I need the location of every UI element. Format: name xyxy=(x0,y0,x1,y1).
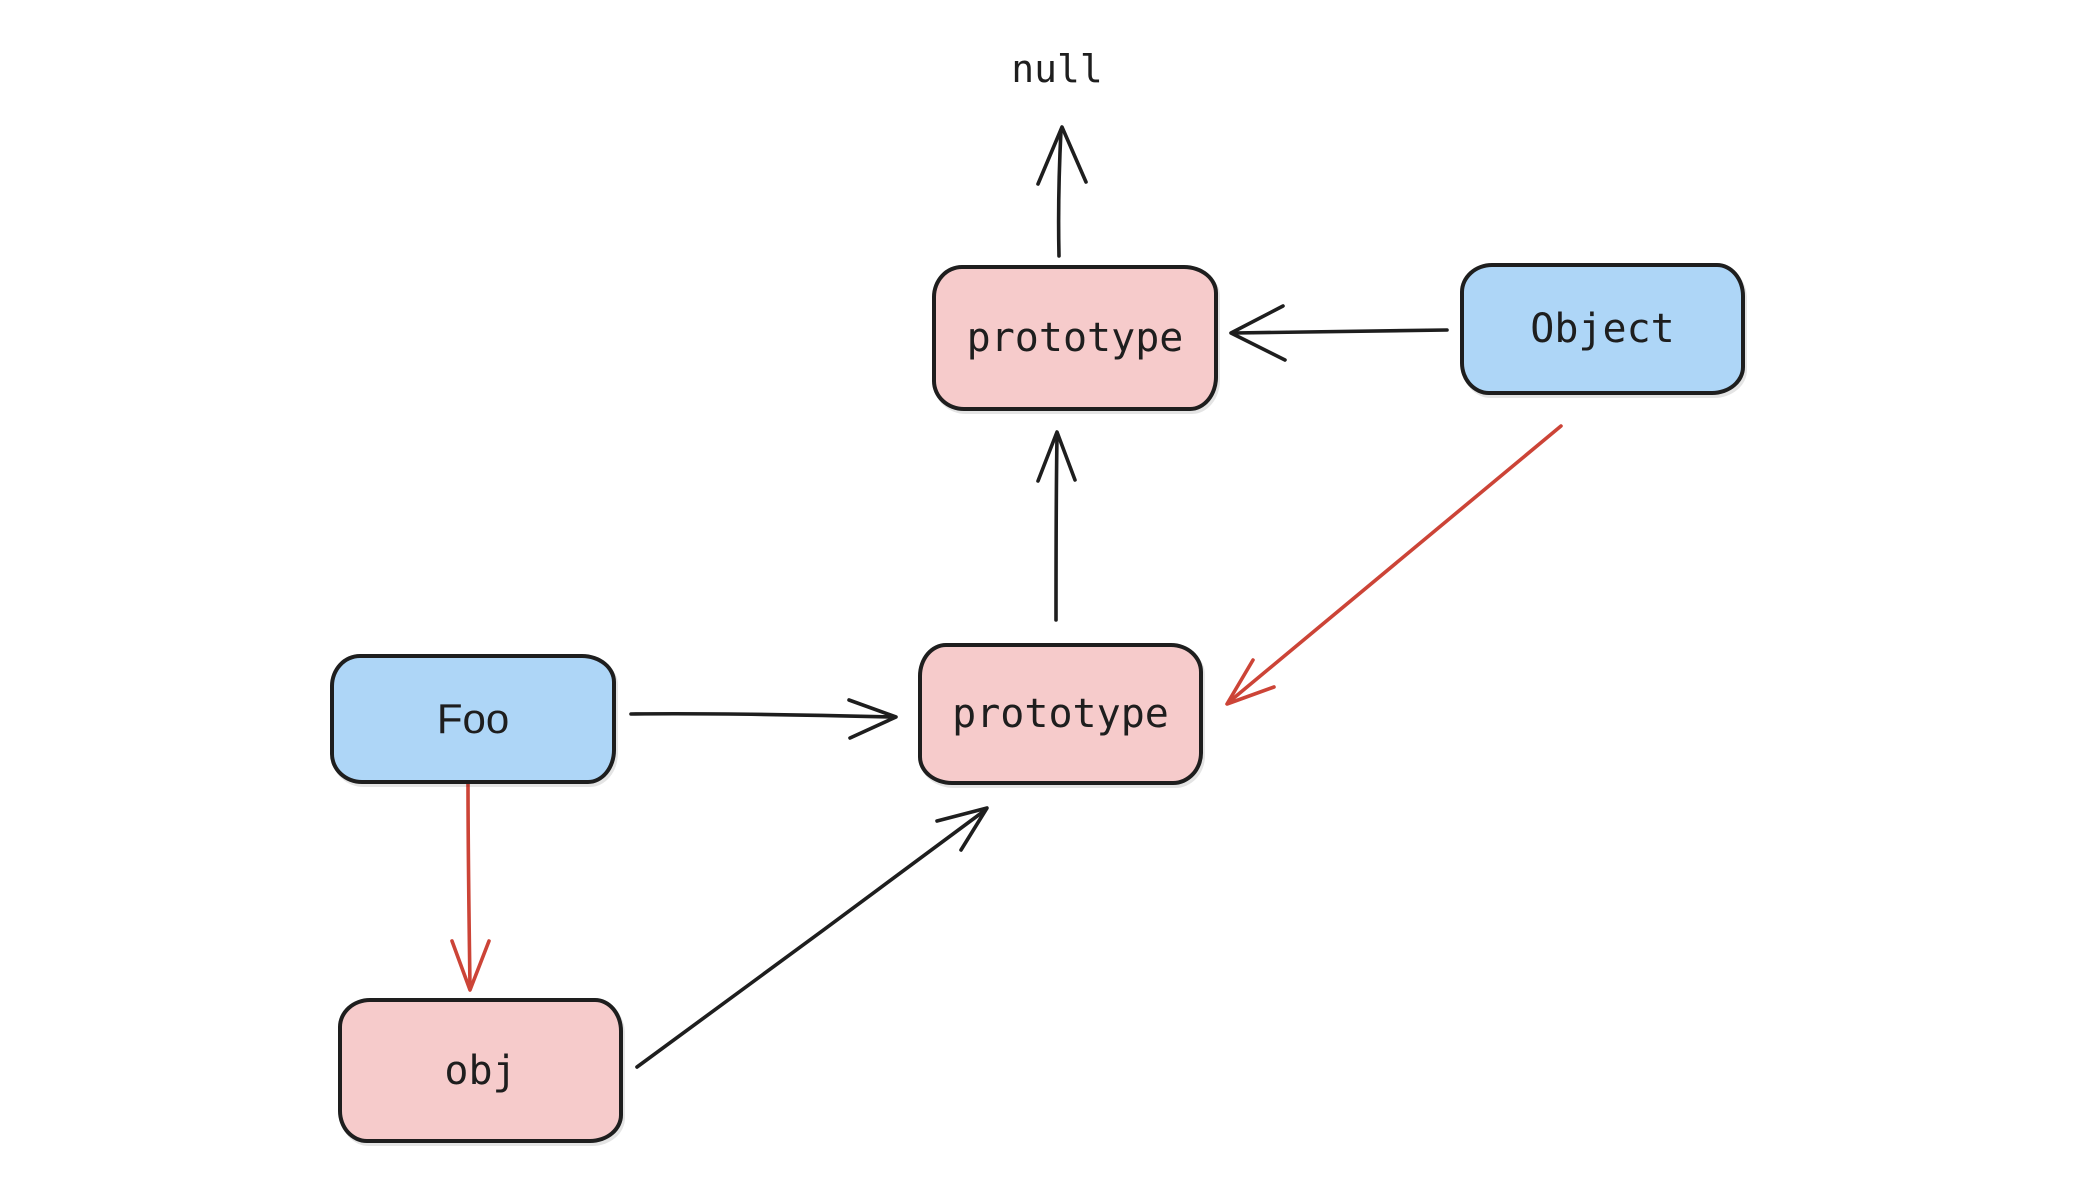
edge-obj-to-prototype-mid xyxy=(635,806,989,1069)
arrowhead-up-icon xyxy=(1036,125,1088,186)
arrowhead-left-icon xyxy=(1229,304,1287,362)
edge-shaft xyxy=(1227,424,1563,704)
node-obj-label: obj xyxy=(444,1047,517,1094)
edge-shaft xyxy=(1054,434,1059,622)
arrowhead-down-icon xyxy=(450,939,491,992)
node-prototype-top-label: prototype xyxy=(966,315,1184,361)
edge-shaft xyxy=(635,809,986,1069)
node-obj: obj xyxy=(338,998,623,1143)
node-foo-label: Foo xyxy=(436,695,510,742)
arrowhead-up-icon xyxy=(1036,430,1077,483)
edge-object-to-prototype-mid xyxy=(1225,424,1563,706)
edge-shaft xyxy=(1056,128,1063,258)
node-foo: Foo xyxy=(330,654,616,784)
edge-foo-to-prototype-mid xyxy=(629,698,898,740)
edge-shaft xyxy=(1232,328,1449,335)
node-object-label: Object xyxy=(1530,306,1675,352)
arrowhead-up-right-icon xyxy=(935,806,989,852)
node-prototype-mid: prototype xyxy=(918,643,1203,785)
arrowhead-down-left-icon xyxy=(1225,658,1276,706)
edge-shaft xyxy=(629,711,895,719)
edge-prototype-mid-to-prototype-top xyxy=(1036,430,1077,622)
node-prototype-top: prototype xyxy=(932,265,1218,411)
edge-object-to-prototype-top xyxy=(1229,304,1449,362)
arrowhead-right-icon xyxy=(847,698,898,740)
edge-prototype-top-to-null xyxy=(1036,125,1088,258)
edge-foo-to-obj xyxy=(450,779,491,992)
node-object: Object xyxy=(1460,263,1745,395)
null-label: null xyxy=(1011,47,1103,91)
node-prototype-mid-label: prototype xyxy=(952,691,1169,737)
edge-shaft xyxy=(466,779,472,989)
